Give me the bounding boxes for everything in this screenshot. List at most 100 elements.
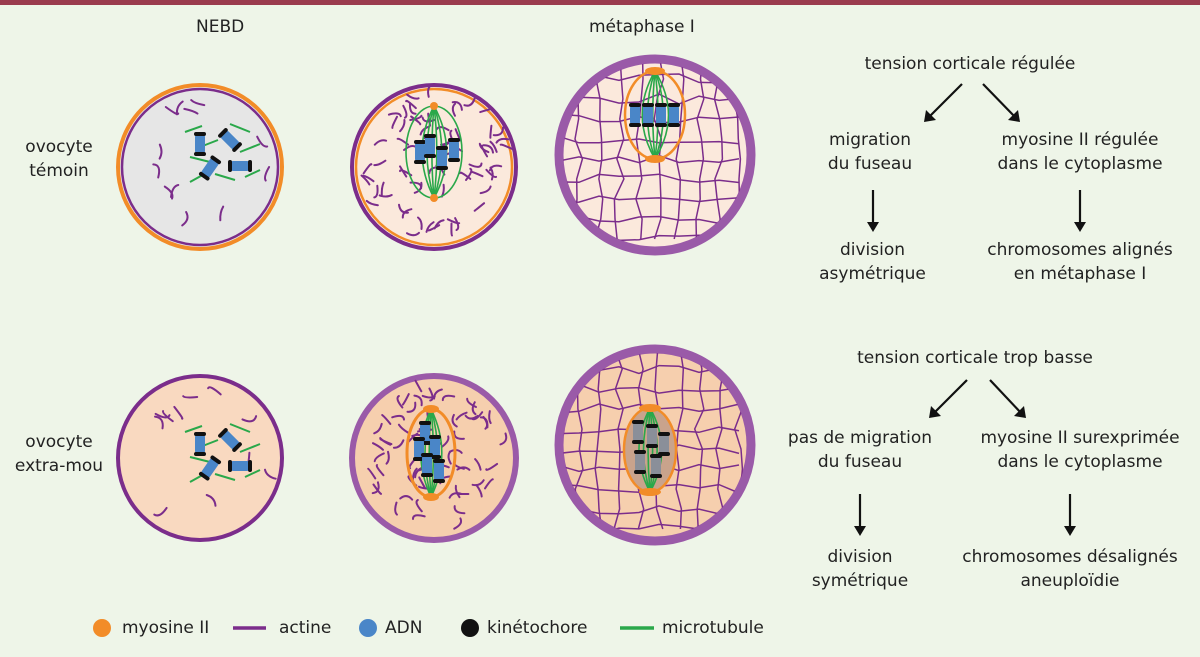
arrow-heads <box>854 110 1086 536</box>
microtubule-fragment <box>239 443 261 453</box>
row-label-soft-line1: ovocyte <box>25 432 93 452</box>
dna-chromatid <box>195 434 205 454</box>
chromosome <box>198 155 222 181</box>
dna-chromatid <box>669 105 679 125</box>
kinetochore-mark <box>218 428 228 438</box>
actin-filament <box>451 101 463 111</box>
chromosome <box>194 132 206 156</box>
actin-filament <box>492 126 504 137</box>
legend-actin-label: actine <box>279 618 332 638</box>
actin-filament <box>373 184 379 199</box>
actin-mesh-line <box>594 63 604 240</box>
arrow-bottom-right <box>989 379 1023 415</box>
actin-mesh-line <box>563 135 740 145</box>
flow-bottom-left-line2: du fuseau <box>817 452 903 472</box>
actin-filament <box>371 481 380 495</box>
kinetochore-mark <box>433 479 445 483</box>
kinetochore-mark <box>646 444 658 448</box>
kinetochore-mark <box>655 103 667 107</box>
actin-mesh-line <box>695 63 705 240</box>
legend-dna-label: ADN <box>385 618 423 638</box>
cell-control-metaphase <box>554 54 756 256</box>
actin-filament <box>475 484 483 498</box>
flow-bottom-right: myosine II surexprimée dans le cytoplasm… <box>960 426 1200 474</box>
spindle-pole-myosin <box>639 404 661 412</box>
actin-mesh-line <box>713 63 724 240</box>
actin-filament <box>454 217 460 231</box>
spindle-pole-myosin <box>645 67 665 75</box>
actin-filament <box>453 517 463 530</box>
actin-mesh-line <box>693 353 705 530</box>
arrow-bottom-left <box>932 379 968 415</box>
chromosome <box>658 432 670 456</box>
actin-filament <box>489 124 493 139</box>
kinetochore-mark <box>650 454 662 458</box>
dna-chromatid <box>201 458 219 478</box>
arrow-top-right <box>982 83 1017 119</box>
actin-filament <box>381 414 392 425</box>
actin-filament <box>463 97 476 107</box>
actin-filament <box>205 494 217 507</box>
actin-filament <box>478 142 490 154</box>
actin-filament <box>405 99 417 110</box>
actin-filament <box>161 410 174 423</box>
actin-filament <box>373 422 383 435</box>
kinetochore-mark <box>424 154 436 158</box>
actin-mesh-line <box>613 63 625 240</box>
actin-filament <box>380 181 385 196</box>
kinetochore-mark <box>210 155 222 165</box>
actin-filament <box>453 430 465 440</box>
flow-top-right-line1: myosine II régulée <box>1001 130 1159 150</box>
flow-top-left-out: division asymétrique <box>800 238 945 286</box>
kinetochore-mark <box>646 424 658 428</box>
chromosome <box>629 103 641 127</box>
microtubule-fragment <box>244 169 261 178</box>
row-label-control-line1: ovocyte <box>25 137 93 157</box>
flow-bottom-left: pas de migration du fuseau <box>775 426 945 474</box>
legend-symbols <box>93 619 654 637</box>
kinetochore-mark <box>650 474 662 478</box>
actin-filament <box>499 143 513 150</box>
actin-filament <box>425 221 435 233</box>
actin-filament <box>406 401 417 413</box>
actin-mesh-line <box>675 353 685 530</box>
actin-filament <box>401 393 410 406</box>
dna-chromatid <box>643 105 653 125</box>
kinetochore-mark <box>632 420 644 424</box>
flow-top-right-line2: dans le cytoplasme <box>997 154 1163 174</box>
actin-filament <box>170 184 180 198</box>
flow-top-right-out-line2: en métaphase I <box>1013 264 1147 284</box>
actin-filament <box>373 159 387 167</box>
spindle-pole-myosin <box>423 405 439 413</box>
dna-chromatid <box>647 426 657 446</box>
actin-filament <box>158 143 163 160</box>
row-label-soft-line2: extra-mou <box>14 456 104 476</box>
column-header-metaphase: métaphase I <box>589 17 695 37</box>
flow-top-right-out: chromosomes alignés en métaphase I <box>975 238 1185 286</box>
actin-filament <box>365 199 379 207</box>
legend-microtubule-label: microtubule <box>662 618 764 638</box>
kinetochore-mark <box>194 132 206 136</box>
dna-chromatid <box>220 130 240 150</box>
flow-bottom-right-line1: myosine II surexprimée <box>980 428 1180 448</box>
spindle-pole-myosin <box>430 194 438 202</box>
actin-filament <box>414 379 423 393</box>
spindle-microtubule <box>641 70 656 160</box>
actin-filament <box>468 162 483 168</box>
actin-filament <box>153 506 168 517</box>
actin-filament <box>256 135 269 148</box>
microtubule-fragment <box>184 125 203 133</box>
kinetochore-mark <box>194 152 206 156</box>
chromosome <box>198 455 222 481</box>
dna-chromatid <box>415 142 425 162</box>
kinetochore-mark <box>421 453 433 457</box>
actin-filament <box>403 144 417 151</box>
actin-filament <box>183 107 199 115</box>
actin-filament <box>406 231 420 237</box>
actin-filament <box>379 438 393 446</box>
chromosome <box>218 128 242 152</box>
kinetochore-mark <box>629 123 641 127</box>
actin-filament <box>154 412 171 419</box>
kinetochore-mark <box>228 460 232 472</box>
